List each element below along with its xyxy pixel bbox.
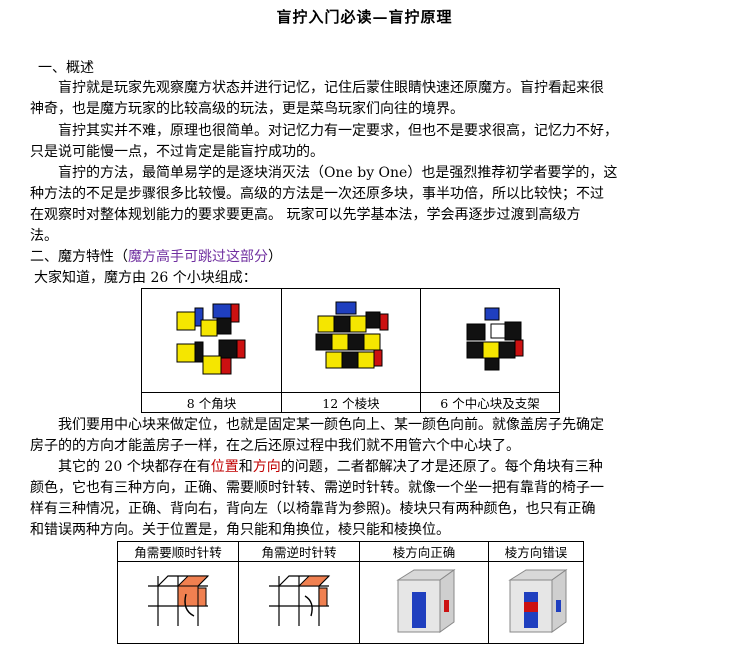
section2-heading-start: 二、魔方特性（ [30, 249, 128, 265]
edge-pieces-cell [281, 288, 421, 393]
section1-heading: 一、概述 [38, 60, 94, 76]
header-corner-ccw: 角需逆时针转 [238, 541, 360, 562]
para5-text-b: 的问题，二者都解决了才是还原了。每个角块有三种 [280, 459, 603, 475]
edge-wrong-cube [508, 569, 568, 633]
caption-corners: 8 个角块 [141, 392, 282, 413]
pieces-table: 8 个角块 12 个棱块 6 个中心块及支架 [141, 288, 560, 413]
center-pieces-image [466, 307, 524, 371]
edge-correct-cell [359, 561, 489, 644]
corner-cw-diagram [148, 575, 210, 626]
para2-line2: 只是说可能慢一点，不过肯定是能盲拧成功的。 [30, 144, 324, 160]
section2-intro: 大家知道，魔方由 26 个小块组成： [34, 270, 257, 286]
section2-heading-note: 魔方高手可跳过这部分 [128, 249, 268, 265]
corner-pieces-image [176, 303, 245, 375]
header-corner-cw: 角需要顺时针转 [117, 541, 239, 562]
para5-line1: 其它的 20 个块都存在有位置和方向的问题，二者都解决了才是还原了。每个角块有三… [58, 457, 603, 477]
para5-line4: 和错误两种方向。关于位置是，角只能和角换位，棱只能和棱换位。 [30, 522, 450, 538]
para3-line4: 法。 [30, 228, 58, 244]
para1-line2: 神奇，也是魔方玩家的比较高级的玩法，更是菜鸟玩家们向往的境界。 [30, 101, 464, 117]
header-edge-wrong: 棱方向错误 [488, 541, 584, 562]
caption-centers: 6 个中心块及支架 [420, 392, 560, 413]
page-title: 盲拧入门必读—盲拧原理 [276, 8, 453, 26]
para3-line3: 在观察时对整体规划能力的要求要更高。 玩家可以先学基本法，学会再逐步过渡到高级方 [30, 207, 581, 223]
corner-cw-cell [117, 561, 239, 644]
edge-correct-cube [396, 569, 456, 633]
section2-heading-end: ） [268, 249, 282, 265]
edge-pieces-image [315, 301, 389, 369]
para2-line1: 盲拧其实并不难，原理也很简单。对记忆力有一定要求，但也不是要求很高，记忆力不好， [58, 123, 618, 139]
para5-text-a: 其它的 20 个块都存在有 [58, 459, 211, 475]
direction-word: 方向 [252, 459, 281, 475]
edge-wrong-cell [488, 561, 584, 644]
corner-ccw-diagram [269, 575, 331, 626]
para3-line2: 种方法的不足是步骤很多比较慢。高级的方法是一次还原多块，事半功倍，所以比较快；不… [30, 186, 604, 202]
para3-line1: 盲拧的方法，最简单易学的是逐块消灭法（One by One）也是强烈推荐初学者要… [58, 165, 618, 181]
para5-line2: 颜色，它也有三种方向，正确、需要顺时针转、需逆时针转。就像一个坐一把有靠背的椅子… [30, 480, 604, 496]
header-edge-correct: 棱方向正确 [359, 541, 489, 562]
position-word: 位置 [210, 459, 239, 475]
center-pieces-cell [420, 288, 560, 393]
section2-heading: 二、魔方特性（魔方高手可跳过这部分） [30, 247, 282, 267]
para4-line2: 房子的的方向才能盖房子一样，在之后还原过程中我们就不用管六个中心块了。 [30, 438, 520, 454]
caption-edges: 12 个棱块 [281, 392, 421, 413]
corner-pieces-cell [141, 288, 282, 393]
para4-line1: 我们要用中心块来做定位，也就是固定某一颜色向上、某一颜色向前。就像盖房子先确定 [58, 417, 604, 433]
para5-line3: 样有三种情况，正确、背向右，背向左（以椅靠背为参照)。棱块只有两种颜色，也只有正… [30, 501, 596, 517]
orientation-table: 角需要顺时针转 角需逆时针转 棱方向正确 棱方向错误 [117, 541, 584, 644]
corner-ccw-cell [238, 561, 360, 644]
and-word: 和 [238, 459, 253, 475]
para1-line1: 盲拧就是玩家先观察魔方状态并进行记忆，记住后蒙住眼睛快速还原魔方。盲拧看起来很 [58, 80, 604, 96]
